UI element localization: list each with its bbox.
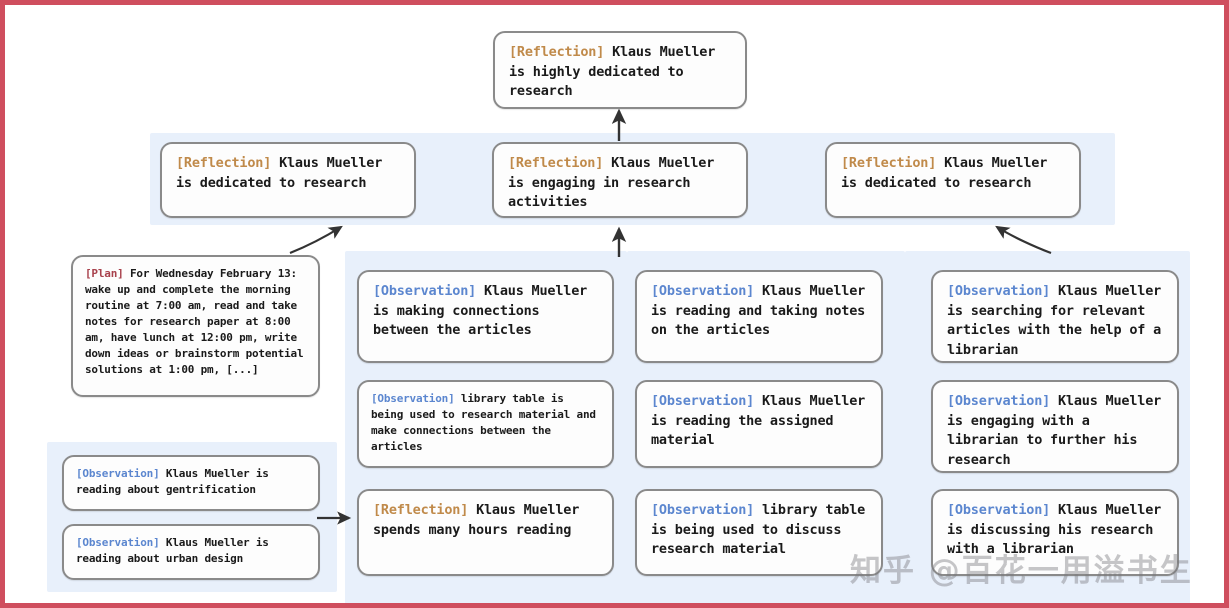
column-two-node-1[interactable]: [Observation] Klaus Mueller is reading a… xyxy=(635,270,883,363)
node-tag: [Reflection] xyxy=(176,155,272,171)
column-three-node-3[interactable]: [Observation] Klaus Mueller is discussin… xyxy=(931,489,1179,576)
arrow-column-three-to-right xyxy=(995,225,1052,255)
reflection-node-right[interactable]: [Reflection] Klaus Mueller is dedicated … xyxy=(825,142,1081,218)
node-tag: [Observation] xyxy=(373,283,477,299)
reflection-node-left[interactable]: [Reflection] Klaus Mueller is dedicated … xyxy=(160,142,416,218)
node-tag: [Observation] xyxy=(651,502,755,518)
root-reflection-node[interactable]: [Reflection] Klaus Mueller is highly ded… xyxy=(493,31,747,109)
node-text: Klaus Mueller is reading about urban des… xyxy=(76,536,276,565)
column-one-node-3[interactable]: [Reflection] Klaus Mueller spends many h… xyxy=(357,489,614,576)
node-tag: [Plan] xyxy=(85,267,124,280)
plan-node[interactable]: [Plan] For Wednesday February 13: wake u… xyxy=(71,255,320,397)
left-observation-node-1[interactable]: [Observation] Klaus Mueller is reading a… xyxy=(62,455,320,511)
node-tag: [Observation] xyxy=(76,467,160,480)
node-text: Klaus Mueller is making connections betw… xyxy=(373,283,595,339)
node-text: Klaus Mueller is reading about gentrific… xyxy=(76,467,276,496)
node-text: Klaus Mueller is dedicated to research xyxy=(176,155,391,191)
node-text: Klaus Mueller is reading the assigned ma… xyxy=(651,393,873,449)
node-text: Klaus Mueller is highly dedicated to res… xyxy=(509,44,724,100)
reflection-node-centre[interactable]: [Reflection] Klaus Mueller is engaging i… xyxy=(492,142,748,218)
column-one-node-2[interactable]: [Observation] library table is being use… xyxy=(357,380,614,468)
node-tag: [Observation] xyxy=(651,393,755,409)
node-text: Klaus Mueller spends many hours reading xyxy=(373,502,588,538)
node-tag: [Reflection] xyxy=(509,44,605,60)
arrow-plan-to-left-reflection xyxy=(289,225,343,255)
node-text: Klaus Mueller is engaging with a librari… xyxy=(947,393,1169,468)
node-text: Klaus Mueller is discussing his research… xyxy=(947,502,1169,558)
column-three-node-1[interactable]: [Observation] Klaus Mueller is searching… xyxy=(931,270,1179,363)
node-text: library table is being used to research … xyxy=(371,392,603,453)
node-text: library table is being used to discuss r… xyxy=(651,502,873,558)
node-tag: [Reflection] xyxy=(841,155,937,171)
column-two-node-3[interactable]: [Observation] library table is being use… xyxy=(635,489,883,576)
column-three-node-2[interactable]: [Observation] Klaus Mueller is engaging … xyxy=(931,380,1179,473)
node-text: Klaus Mueller is searching for relevant … xyxy=(947,283,1169,358)
left-observation-node-2[interactable]: [Observation] Klaus Mueller is reading a… xyxy=(62,524,320,580)
node-tag: [Reflection] xyxy=(508,155,604,171)
node-tag: [Observation] xyxy=(947,502,1051,518)
node-tag: [Observation] xyxy=(651,283,755,299)
node-tag: [Observation] xyxy=(371,392,455,405)
column-one-node-1[interactable]: [Observation] Klaus Mueller is making co… xyxy=(357,270,614,363)
node-text: Klaus Mueller is reading and taking note… xyxy=(651,283,873,339)
node-text: Klaus Mueller is dedicated to research xyxy=(841,155,1056,191)
column-two-node-2[interactable]: [Observation] Klaus Mueller is reading t… xyxy=(635,380,883,468)
node-text: For Wednesday February 13: wake up and c… xyxy=(85,267,310,376)
node-tag: [Observation] xyxy=(947,283,1051,299)
node-text: Klaus Mueller is engaging in research ac… xyxy=(508,155,723,211)
node-tag: [Observation] xyxy=(947,393,1051,409)
node-tag: [Reflection] xyxy=(373,502,469,518)
node-tag: [Observation] xyxy=(76,536,160,549)
